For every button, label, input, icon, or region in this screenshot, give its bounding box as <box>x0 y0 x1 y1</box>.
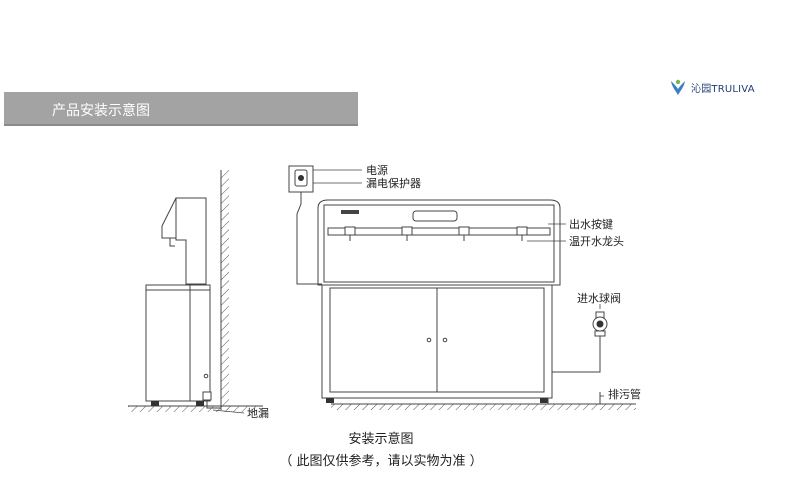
brand-name: 沁园TRULIVA <box>691 83 755 95</box>
faucet-bar <box>327 227 551 236</box>
label-water-button: 出水按键 <box>569 217 613 231</box>
inlet-pipe <box>552 334 601 373</box>
front-view <box>288 165 601 405</box>
side-cabinet <box>145 284 211 402</box>
power-cable <box>296 192 322 285</box>
brand-plate <box>341 210 359 214</box>
label-inlet-valve: 进水球阀 <box>577 291 621 305</box>
side-panel-front <box>161 197 177 239</box>
drain-pipe <box>547 392 601 405</box>
side-faucet <box>169 238 175 247</box>
side-upper-body <box>175 197 207 285</box>
label-leakage-protector: 漏电保护器 <box>366 176 421 190</box>
label-power: 电源 <box>366 163 388 177</box>
section-title: 产品安装示意图 <box>52 103 150 119</box>
side-knob <box>203 373 209 379</box>
faucets <box>344 226 528 241</box>
floor-hatch-right <box>331 404 636 410</box>
front-cabinet <box>321 284 553 399</box>
label-floor-drain: 地漏 <box>247 407 269 420</box>
label-faucet: 温开水龙头 <box>569 235 624 248</box>
front-upper-body <box>317 199 561 286</box>
front-upper-inner <box>323 204 555 283</box>
wall-hatch <box>221 170 229 410</box>
floor-hatch-left <box>128 406 263 412</box>
side-view <box>128 170 263 412</box>
brand-logo-group: 沁园TRULIVA <box>668 76 755 98</box>
side-drain-fitting <box>202 391 212 401</box>
caption-title: 安装示意图 <box>348 431 413 447</box>
floor-drain-leader <box>212 409 245 414</box>
display-window <box>412 210 458 222</box>
caption-note: （ 此图仅供参考，请以实物为准 ） <box>279 453 482 469</box>
truliva-logo-icon <box>671 79 685 95</box>
section-header: 产品安装示意图 <box>4 92 358 126</box>
inlet-valve-icon <box>592 311 608 337</box>
leader-lines <box>313 169 604 397</box>
label-drain-pipe: 排污管 <box>608 387 641 401</box>
